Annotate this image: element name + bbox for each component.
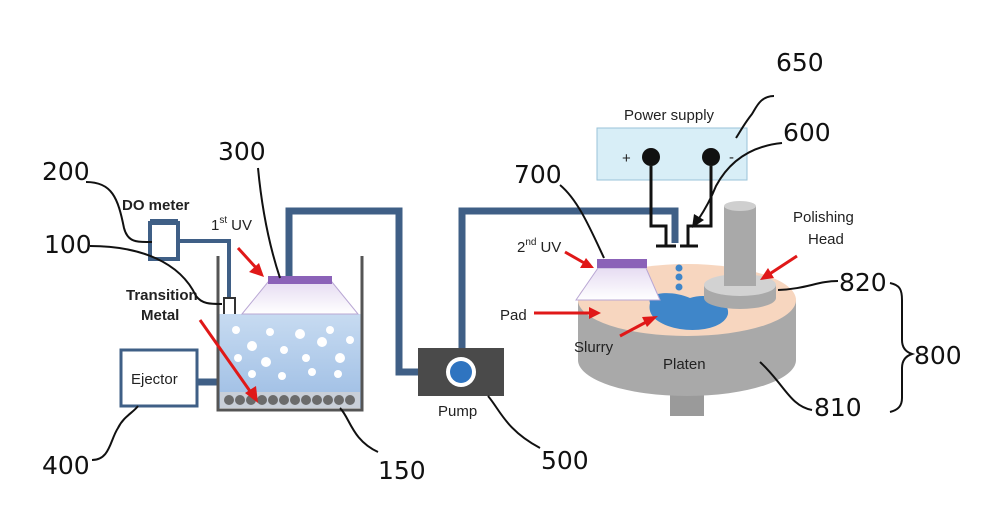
leader-500 <box>488 396 540 448</box>
pump-impeller <box>450 361 472 383</box>
reaction-tank <box>218 256 362 410</box>
leader-300 <box>258 168 280 278</box>
uv-lamp-1-cap <box>268 276 332 284</box>
uv2-label: 2ndUV <box>517 237 561 256</box>
uv-lamp-1-housing <box>242 282 358 314</box>
ref-200: 200 <box>42 157 90 186</box>
ref-650: 650 <box>776 48 824 77</box>
arrow-polishing-head <box>768 256 797 275</box>
leader-700 <box>560 185 604 258</box>
pump-label: Pump <box>438 403 477 420</box>
uv1-label: 1stUV <box>211 215 252 234</box>
ref-500: 500 <box>541 446 589 475</box>
polishing-platen <box>576 201 796 416</box>
ref-100: 100 <box>44 230 92 259</box>
negative-terminal <box>702 148 720 166</box>
arrow-uv2 <box>565 252 586 264</box>
plus-sign: + <box>622 150 631 167</box>
polishing-head-label-line1: Polishing <box>793 209 854 226</box>
do-meter-cap <box>150 219 178 225</box>
transition-metal-label-line1: Transition <box>126 287 198 304</box>
ref-820: 820 <box>839 268 887 297</box>
positive-terminal <box>642 148 660 166</box>
polishing-head-spindle-top <box>724 201 756 211</box>
slurry-drop <box>676 265 683 272</box>
polishing-head-spindle <box>724 206 756 286</box>
do-meter-label: DO meter <box>122 197 190 214</box>
do-meter-body <box>150 223 178 259</box>
leader-400 <box>92 406 138 460</box>
bracket-800 <box>890 283 912 412</box>
slurry-drop <box>676 284 683 291</box>
power-supply-label: Power supply <box>624 107 715 124</box>
leader-820 <box>778 281 838 290</box>
leader-lines <box>86 96 912 460</box>
slurry-label: Slurry <box>574 339 614 356</box>
ref-400: 400 <box>42 451 90 480</box>
platen-label: Platen <box>663 356 706 373</box>
ref-600: 600 <box>783 118 831 147</box>
polishing-head-label-line2: Head <box>808 231 844 248</box>
ref-700: 700 <box>514 160 562 189</box>
slurry-drop <box>676 274 683 281</box>
ref-300: 300 <box>218 137 266 166</box>
uv-lamp-2-cap <box>597 259 647 268</box>
uv-lamp-2-housing <box>576 268 660 300</box>
leader-150 <box>340 408 378 452</box>
ref-150: 150 <box>378 456 426 485</box>
arrow-uv1-head <box>249 263 264 277</box>
ref-800: 800 <box>914 341 962 370</box>
ref-810: 810 <box>814 393 862 422</box>
ejector-label: Ejector <box>131 371 178 388</box>
transition-metal-label-line2: Metal <box>141 307 179 324</box>
pad-label: Pad <box>500 307 527 324</box>
